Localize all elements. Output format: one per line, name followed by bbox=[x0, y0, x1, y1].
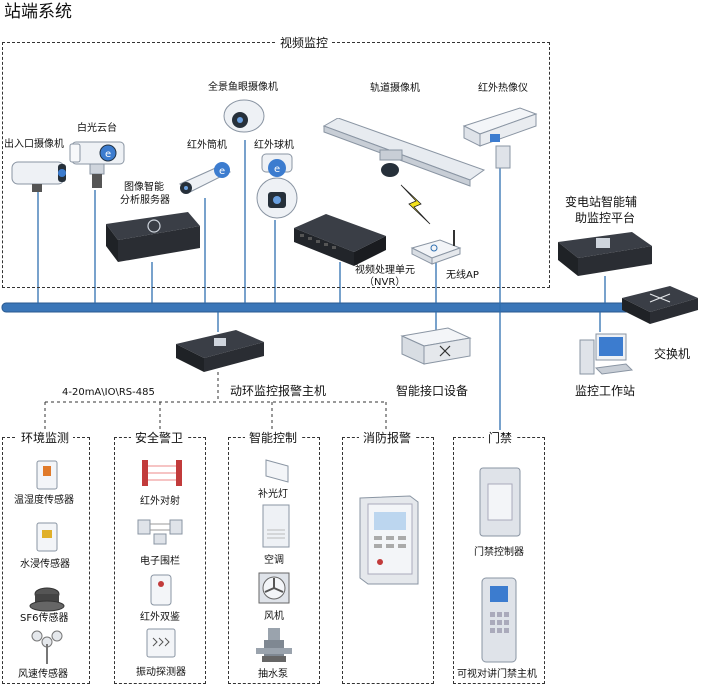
group-access-title: 门禁 bbox=[484, 430, 517, 446]
electric-fence-icon bbox=[137, 519, 183, 545]
env-host-icon bbox=[176, 330, 264, 372]
label-water-pump: 抽水泵 bbox=[258, 669, 288, 680]
group-env-title: 环境监测 bbox=[17, 430, 74, 446]
temp-humidity-sensor-icon bbox=[36, 460, 58, 490]
label-nvr-1: 视频处理单元 bbox=[355, 265, 415, 276]
group-control-title: 智能控制 bbox=[245, 430, 302, 446]
label-image-analysis-2: 分析服务器 bbox=[120, 195, 170, 206]
label-smart-interface: 智能接口设备 bbox=[396, 384, 469, 398]
network-bus bbox=[1, 302, 633, 313]
smart-interface-icon bbox=[400, 327, 472, 365]
label-air-conditioner: 空调 bbox=[264, 555, 284, 566]
label-switch: 交换机 bbox=[654, 347, 691, 361]
label-platform-1: 变电站智能辅 bbox=[565, 195, 638, 209]
group-fire: 消防报警 bbox=[342, 430, 434, 684]
group-env: 环境监测 bbox=[2, 430, 90, 684]
switch-icon bbox=[622, 286, 698, 324]
vibration-detector-icon bbox=[146, 628, 176, 658]
group-video: 视频监控 bbox=[2, 35, 550, 288]
analysis-server-icon bbox=[106, 212, 200, 262]
label-entrance-camera: 出入口摄像机 bbox=[4, 139, 64, 150]
bullet-camera-icon bbox=[11, 161, 66, 192]
ir-dual-detector-icon bbox=[150, 574, 172, 606]
label-bus-protocol: 4-20mA\IO\RS-485 bbox=[62, 387, 155, 398]
label-vibration: 振动探测器 bbox=[136, 667, 186, 678]
rail-camera-icon bbox=[322, 118, 486, 187]
label-access-controller: 门禁控制器 bbox=[474, 547, 524, 558]
wireless-link bbox=[400, 184, 431, 225]
label-wireless-ap: 无线AP bbox=[446, 270, 479, 281]
group-control: 智能控制 bbox=[228, 430, 320, 684]
label-ir-dual: 红外双鉴 bbox=[140, 612, 180, 623]
fire-alarm-panel-icon bbox=[359, 495, 419, 585]
thermal-camera-icon bbox=[462, 107, 538, 169]
wind-speed-sensor-icon bbox=[31, 630, 63, 664]
sf6-sensor-icon bbox=[29, 587, 65, 612]
page-title: 站端系统 bbox=[4, 2, 72, 22]
water-leak-sensor-icon bbox=[36, 522, 58, 552]
workstation-icon bbox=[579, 333, 634, 375]
water-pump-icon bbox=[256, 628, 292, 662]
label-temp-humidity: 温湿度传感器 bbox=[14, 495, 74, 506]
wireless-ap-icon bbox=[410, 230, 462, 265]
label-electric-fence: 电子围栏 bbox=[140, 556, 180, 567]
label-workstation: 监控工作站 bbox=[575, 384, 636, 398]
group-video-title: 视频监控 bbox=[276, 35, 333, 51]
label-fisheye-camera: 全景鱼眼摄像机 bbox=[208, 82, 278, 93]
air-conditioner-icon bbox=[262, 504, 290, 548]
label-image-analysis-1: 图像智能 bbox=[124, 182, 164, 193]
label-rail-camera: 轨道摄像机 bbox=[370, 83, 420, 94]
video-intercom-icon bbox=[481, 577, 517, 663]
label-ir-beam: 红外对射 bbox=[140, 496, 180, 507]
svg-text:e: e bbox=[219, 166, 225, 177]
fan-icon bbox=[258, 572, 290, 604]
label-water-leak: 水浸传感器 bbox=[20, 559, 70, 570]
fill-light-icon bbox=[265, 459, 289, 483]
label-sf6: SF6传感器 bbox=[20, 613, 69, 624]
group-access: 门禁 bbox=[453, 430, 545, 684]
label-nvr-2: （NVR） bbox=[364, 277, 406, 288]
ir-bullet-camera-icon: e bbox=[179, 162, 232, 194]
group-security: 安全警卫 bbox=[114, 430, 206, 684]
label-fan: 风机 bbox=[264, 611, 284, 622]
label-ir-bullet: 红外筒机 bbox=[187, 140, 227, 151]
ir-beam-detector-icon bbox=[142, 460, 182, 486]
platform-server-icon bbox=[558, 232, 652, 276]
label-white-light-ptz: 白光云台 bbox=[77, 123, 117, 134]
label-platform-2: 助监控平台 bbox=[575, 211, 636, 225]
svg-text:e: e bbox=[274, 164, 280, 175]
label-thermal-imager: 红外热像仪 bbox=[478, 83, 528, 94]
fisheye-camera-icon bbox=[223, 99, 265, 133]
svg-text:e: e bbox=[105, 149, 111, 160]
label-wind-speed: 风速传感器 bbox=[18, 669, 68, 680]
group-fire-title: 消防报警 bbox=[359, 430, 416, 446]
group-security-title: 安全警卫 bbox=[131, 430, 188, 446]
label-fill-light: 补光灯 bbox=[258, 489, 288, 500]
ir-dome-camera-icon: e bbox=[256, 153, 298, 219]
label-env-host: 动环监控报警主机 bbox=[230, 384, 327, 398]
label-ir-dome: 红外球机 bbox=[254, 140, 294, 151]
access-controller-icon bbox=[479, 467, 521, 537]
ptz-camera-icon: e bbox=[69, 141, 125, 188]
label-video-intercom: 可视对讲门禁主机 bbox=[457, 669, 537, 680]
nvr-icon bbox=[294, 214, 386, 266]
